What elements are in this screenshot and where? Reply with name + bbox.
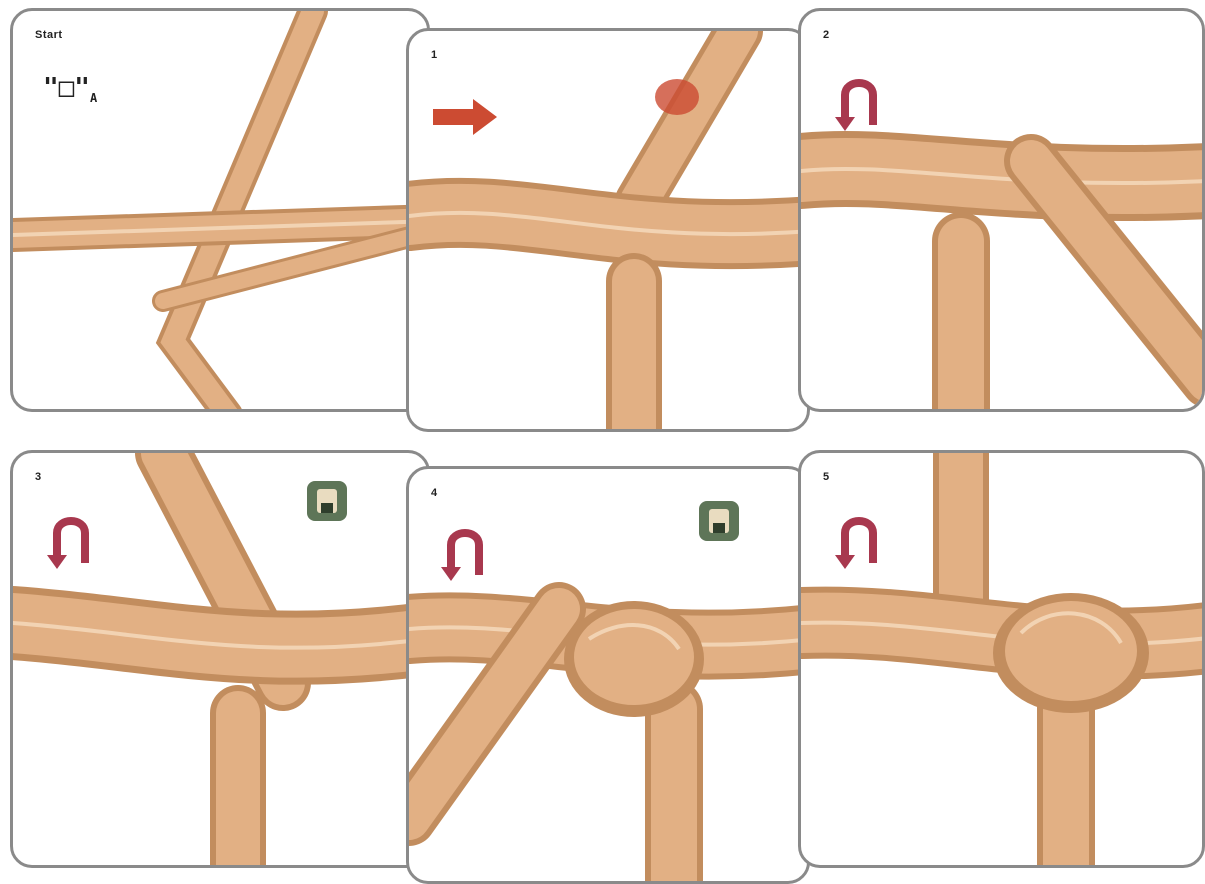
panel-step-2: 2: [798, 8, 1205, 412]
step-label: 1: [431, 49, 438, 61]
loop-under-icon: [43, 511, 99, 571]
pull-tight-badge-icon: [305, 479, 349, 523]
legend-symbol-text: "□": [43, 73, 90, 103]
pull-tight-badge-icon: [697, 499, 741, 543]
loop-under-icon: [831, 73, 887, 133]
red-right-arrow-icon: [431, 97, 501, 137]
rope-illustration-step-1: [409, 31, 810, 432]
panel-start: Start "□"A: [10, 8, 430, 412]
legend-symbol: "□"A: [43, 73, 97, 105]
loop-under-icon: [831, 511, 887, 571]
panel-step-1: 1: [406, 28, 810, 432]
step-label: 2: [823, 29, 830, 41]
step-label: 4: [431, 487, 438, 499]
rope-illustration-start: [13, 11, 430, 412]
step-label: 5: [823, 471, 830, 483]
panel-step-3: 3: [10, 450, 430, 868]
loop-under-icon: [437, 523, 493, 583]
panel-step-5: 5: [798, 450, 1205, 868]
step-label: 3: [35, 471, 42, 483]
legend-symbol-sub: A: [90, 91, 97, 105]
panel-step-4: 4: [406, 466, 810, 884]
rope-illustration-step-2: [801, 11, 1205, 412]
step-label: Start: [35, 29, 63, 41]
